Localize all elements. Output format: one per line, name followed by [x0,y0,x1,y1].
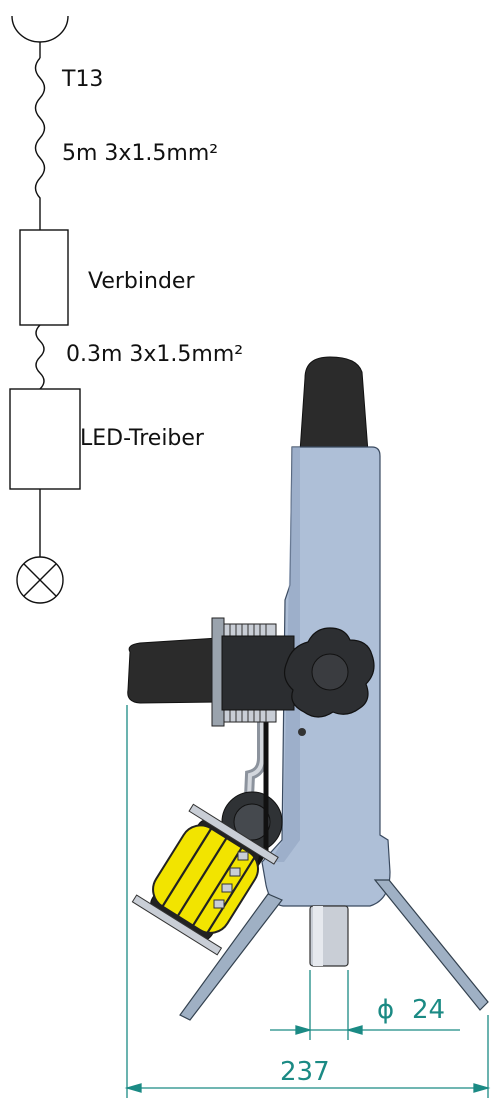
socket-symbol [11,15,69,43]
socket-label: T13 [61,67,103,92]
handle-clamp [211,617,295,727]
width-value: 237 [280,1057,330,1087]
cable-0-3m-symbol [35,324,45,390]
driver-box [9,388,81,490]
top-handle [299,356,369,453]
dimension-lines [124,705,491,1098]
frame-shading [270,447,300,862]
connector-label: Verbinder [88,269,195,294]
pin-highlight [313,906,323,966]
wiring-schematic [9,15,81,604]
lamp-symbol [16,556,64,604]
diameter-symbol: ϕ [377,995,394,1025]
stand-leg-right [373,879,489,1011]
cable-5m-label: 5m 3x1.5mm² [62,141,218,166]
stand-leg-left [179,893,283,1021]
cable-5m-symbol [34,57,46,230]
driver-label: LED-Treiber [80,426,205,451]
grommet-inner [233,803,271,841]
led-floodlight-side-view [127,356,489,1021]
side-handle [127,637,219,704]
frame-screw-hole [298,728,306,736]
diameter-value: 24 [412,995,445,1025]
cable-0-3m-label: 0.3m 3x1.5mm² [66,342,243,367]
connector-box [19,229,69,326]
reel-bolts [213,851,249,909]
cable-reel [131,803,279,956]
pipe-highlight [246,700,264,821]
knob-center [311,653,349,691]
